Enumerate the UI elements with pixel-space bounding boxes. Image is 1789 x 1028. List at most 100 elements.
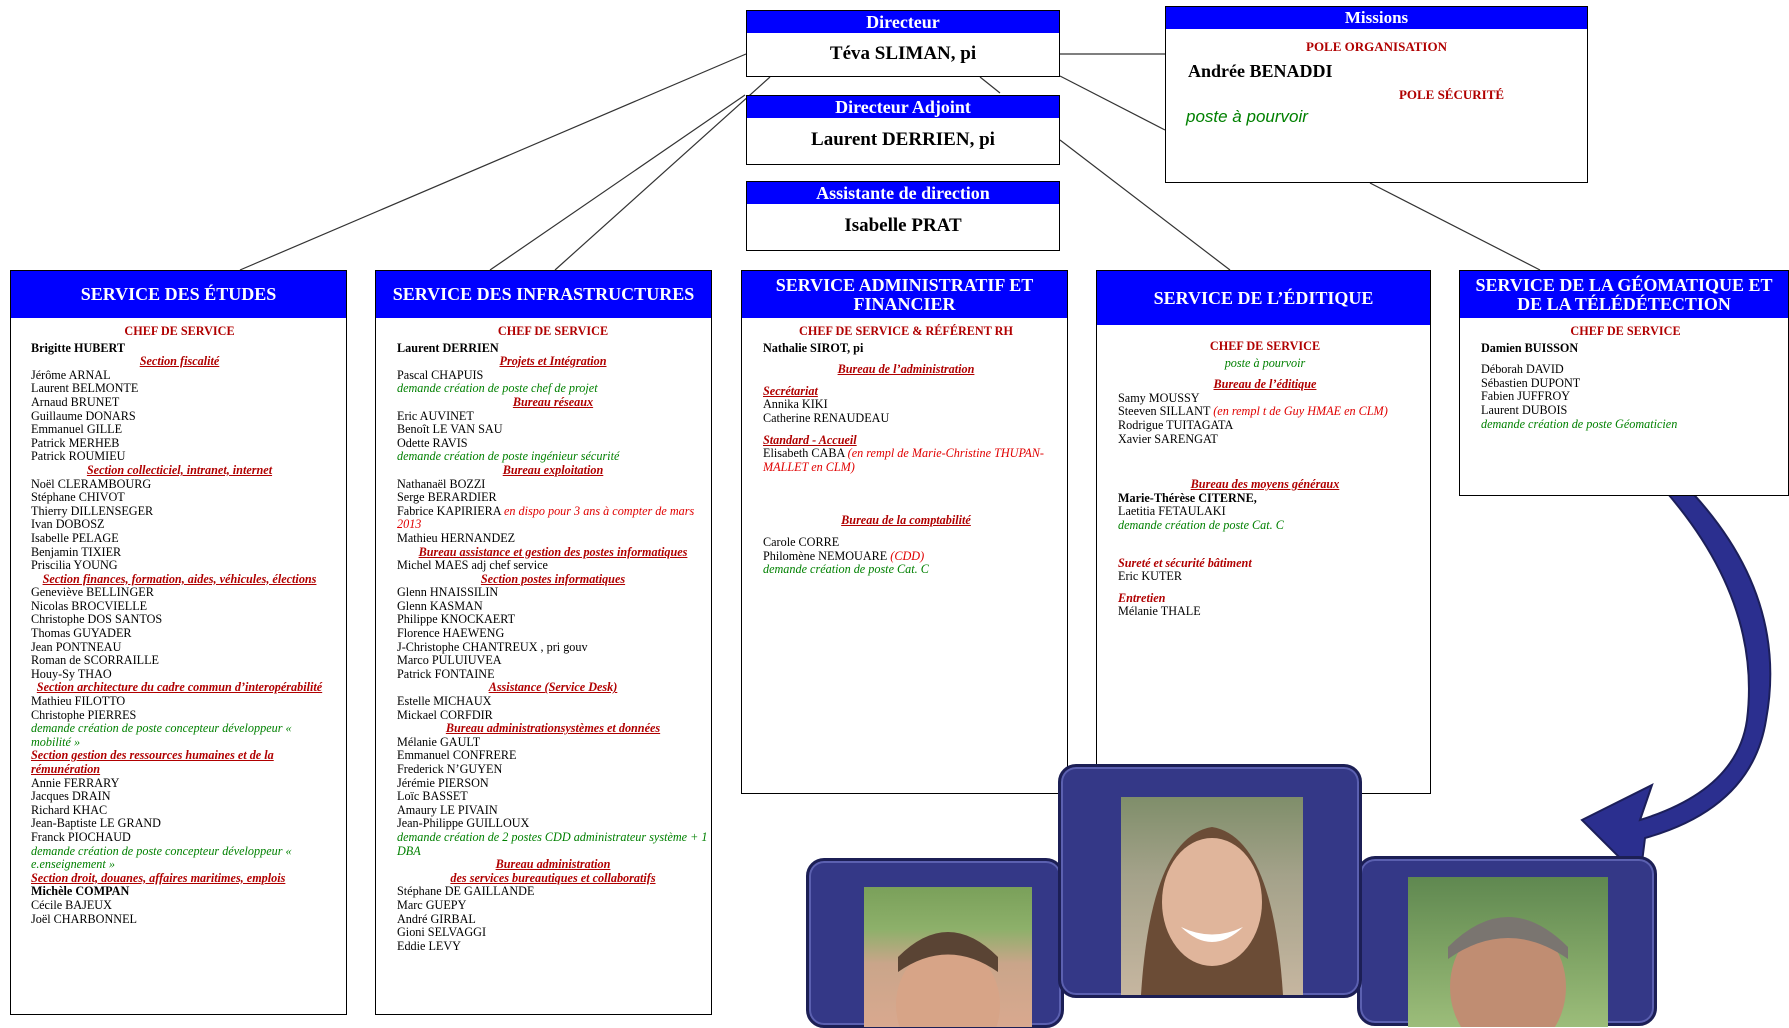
position-request: demande création de poste chef de projet bbox=[397, 381, 598, 396]
service-administratif: SERVICE ADMINISTRATIF ET FINANCIER CHEF … bbox=[741, 270, 1068, 794]
staff-name: Eric KUTER bbox=[1118, 569, 1182, 584]
section-heading: Projets et Intégration bbox=[499, 354, 607, 369]
section-heading: Section collecticiel, intranet, internet bbox=[86, 462, 273, 477]
staff-name: Patrick FONTAINE bbox=[397, 666, 495, 681]
staff-name: Catherine RENAUDEAU bbox=[763, 410, 890, 425]
staff-name: Déborah DAVID bbox=[1481, 362, 1564, 377]
position-request: demande création de poste Cat. C bbox=[1118, 517, 1284, 532]
section-heading: Bureau réseaux bbox=[512, 394, 594, 409]
pole-securite-label: POLE SÉCURITÉ bbox=[1398, 87, 1505, 102]
staff-name: Geneviève BELLINGER bbox=[31, 585, 154, 600]
staff-name: Stéphane DE GAILLANDE bbox=[397, 884, 535, 899]
staff-name: Guillaume DONARS bbox=[31, 408, 136, 423]
service-administratif-body: CHEF DE SERVICE & RÉFÉRENT RH Nathalie SI… bbox=[742, 318, 1067, 577]
staff-name: Nathanaël BOZZI bbox=[397, 476, 486, 491]
section-heading: Section postes informatiques bbox=[480, 571, 626, 586]
spacer bbox=[763, 498, 1049, 506]
staff-name: Marc GUEPY bbox=[397, 897, 467, 912]
directeur-adjoint-title: Directeur Adjoint bbox=[747, 96, 1059, 118]
directeur-adjoint-name: Laurent DERRIEN, pi bbox=[811, 129, 995, 150]
staff-name: Arnaud BRUNET bbox=[31, 394, 120, 409]
staff-name: Thierry DILLENSEGER bbox=[31, 503, 154, 518]
staff-name: Priscilia YOUNG bbox=[31, 558, 118, 573]
spacer bbox=[763, 490, 1049, 498]
staff-name: Nicolas BROCVIELLE bbox=[31, 598, 148, 613]
staff-name: Loïc BASSET bbox=[397, 789, 468, 804]
position-request: demande création de poste Géomaticien bbox=[1481, 416, 1678, 431]
missions-box: Missions POLE ORGANISATION Andrée BENADD… bbox=[1165, 6, 1588, 183]
staff-name-text: Philomène NEMOUARE bbox=[763, 548, 891, 563]
section-heading: Bureau administration bbox=[495, 857, 611, 872]
service-geomatique: SERVICE DE LA GÉOMATIQUE ET DE LA TÉLÉDÉ… bbox=[1459, 270, 1789, 496]
staff-name: Damien BUISSON bbox=[1481, 340, 1579, 355]
staff-name: Laurent DERRIEN bbox=[397, 340, 499, 355]
staff-name: Isabelle PELAGE bbox=[31, 530, 119, 545]
section-heading: Bureau administrationsystèmes et données bbox=[445, 721, 661, 736]
staff-name: Fabrice KAPIRIERA en dispo pour 3 ans à … bbox=[397, 504, 709, 532]
subsection-label: Standard - Accueil bbox=[763, 432, 857, 447]
subsection-label: Entretien bbox=[1118, 590, 1166, 605]
spacer bbox=[1118, 454, 1412, 462]
staff-name: Thomas GUYADER bbox=[31, 626, 132, 641]
section-heading: Bureau assistance et gestion des postes … bbox=[418, 544, 688, 559]
staff-name: Marie-Thérèse CITERNE, bbox=[1118, 490, 1257, 505]
section-heading: Section finances, formation, aides, véhi… bbox=[42, 571, 317, 586]
staff-name: Jacques DRAIN bbox=[31, 789, 111, 804]
curved-arrow-icon bbox=[1580, 461, 1772, 881]
spacer bbox=[763, 482, 1049, 490]
assistante-box: Assistante de direction Isabelle PRAT bbox=[746, 181, 1060, 251]
section-heading: Bureau des moyens généraux bbox=[1190, 477, 1340, 492]
chef-label: CHEF DE SERVICE & RÉFÉRENT RH bbox=[799, 324, 1013, 338]
staff-name: Jean-Baptiste LE GRAND bbox=[31, 816, 161, 831]
staff-name: Laurent DUBOIS bbox=[1481, 402, 1568, 417]
position-request: demande création de poste Cat. C bbox=[763, 562, 929, 577]
pole-organisation-name: Andrée BENADDI bbox=[1188, 61, 1333, 81]
staff-name: Stéphane CHIVOT bbox=[31, 490, 125, 505]
staff-name: André GIRBAL bbox=[397, 911, 476, 926]
spacer bbox=[763, 474, 1049, 482]
position-request: demande création de poste ingénieur sécu… bbox=[397, 449, 620, 464]
staff-name: Nathalie SIROT, pi bbox=[763, 340, 864, 355]
staff-name: Odette RAVIS bbox=[397, 435, 468, 450]
service-geomatique-title: SERVICE DE LA GÉOMATIQUE ET DE LA TÉLÉDÉ… bbox=[1460, 271, 1788, 318]
staff-name: Eric AUVINET bbox=[397, 408, 474, 423]
section-heading: Section droit, douanes, affaires maritim… bbox=[31, 870, 286, 885]
spacer bbox=[1118, 462, 1412, 470]
directeur-title: Directeur bbox=[747, 11, 1059, 33]
staff-name: Jérôme ARNAL bbox=[31, 367, 111, 382]
directeur-adjoint-box: Directeur Adjoint Laurent DERRIEN, pi bbox=[746, 95, 1060, 165]
staff-name: Frederick N’GUYEN bbox=[397, 762, 503, 776]
staff-name: Patrick ROUMIEU bbox=[31, 449, 126, 464]
staff-name: Carole CORRE bbox=[763, 534, 840, 549]
position-request: poste à pourvoir bbox=[1224, 355, 1306, 370]
service-infrastructures: SERVICE DES INFRASTRUCTURES CHEF DE SERV… bbox=[375, 270, 712, 1015]
staff-name: Rodrigue TUITAGATA bbox=[1118, 417, 1234, 432]
staff-name: Fabien JUFFROY bbox=[1481, 389, 1571, 404]
staff-name-text: Steeven SILLANT bbox=[1118, 404, 1214, 419]
staff-name: Emmanuel CONFRERE bbox=[397, 748, 517, 763]
staff-name: Glenn HNAISSILIN bbox=[397, 585, 499, 600]
staff-name-text: Elisabeth CABA bbox=[763, 446, 848, 461]
chef-label: CHEF DE SERVICE bbox=[124, 324, 235, 338]
service-editique-title: SERVICE DE L’ÉDITIQUE bbox=[1097, 271, 1430, 325]
staff-name: Franck PIOCHAUD bbox=[31, 829, 131, 844]
position-request: demande création de poste concepteur dév… bbox=[31, 843, 292, 872]
portrait-photo-2 bbox=[1121, 797, 1303, 995]
staff-name: Annika KIKI bbox=[763, 397, 828, 412]
staff-name: Jean PONTNEAU bbox=[31, 639, 122, 654]
staff-name: Cécile BAJEUX bbox=[31, 897, 112, 912]
staff-name: Steeven SILLANT (en rempl t de Guy HMAE … bbox=[1118, 405, 1412, 419]
directeur-box: Directeur Téva SLIMAN, pi bbox=[746, 10, 1060, 77]
staff-name: Mathieu FILOTTO bbox=[31, 694, 126, 709]
staff-name: Patrick MERHEB bbox=[31, 435, 120, 450]
spacer bbox=[1118, 533, 1412, 541]
section-heading: Section gestion des ressources humaines … bbox=[31, 748, 274, 776]
staff-name: Houy-Sy THAO bbox=[31, 666, 112, 681]
staff-name: Brigitte HUBERT bbox=[31, 340, 126, 355]
staff-name: J-Christophe CHANTREUX , pri gouv bbox=[397, 639, 588, 654]
portrait-photo-3 bbox=[1408, 877, 1608, 1027]
staff-name: Sébastien DUPONT bbox=[1481, 375, 1581, 390]
